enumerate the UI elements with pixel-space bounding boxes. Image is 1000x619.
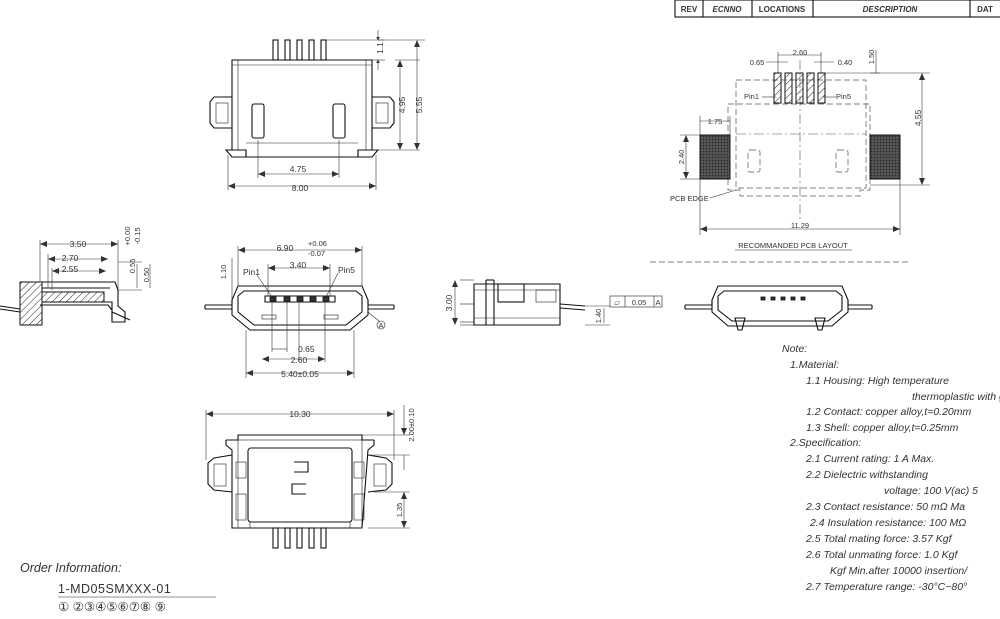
- note-line-13: Kgf Min.after 10000 insertion/: [830, 565, 968, 577]
- note-line-2: thermoplastic with g.: [912, 391, 1000, 403]
- bottom-view: 10.30 2.00±0.10 1.35: [205, 405, 416, 549]
- dim-front-5-40: 5.40±0.05: [281, 369, 319, 379]
- order-part-number: 1-MD05SMXXX-01: [58, 582, 171, 596]
- label-front-pin5: Pin5: [338, 265, 355, 275]
- dim-pcb-1-50: 1.50: [867, 50, 876, 65]
- order-information: Order Information: 1-MD05SMXXX-01 ① ②③④⑤…: [20, 561, 216, 614]
- order-index-markers: ① ②③④⑤⑥⑦⑧ ⑨: [58, 600, 166, 614]
- dim-side-0-55: 0.55: [128, 259, 137, 274]
- note-line-3: 1.2 Contact: copper alloy,t=0.20mm: [806, 406, 972, 418]
- dim-side-3-50: 3.50: [70, 239, 87, 249]
- label-pcb-pin5: Pin5: [836, 92, 851, 101]
- notes-block: Note: 1.Material: 1.1 Housing: High temp…: [782, 343, 1000, 593]
- dim-front-1-10: 1.10: [219, 265, 228, 280]
- flatness-symbol: ⏥: [614, 298, 620, 307]
- pcb-layout-caption: RECOMMANDED PCB LAYOUT: [738, 241, 848, 250]
- title-col-locations: LOCATIONS: [759, 5, 806, 14]
- title-col-date: DAT: [977, 5, 993, 14]
- side-section-view: 3.50 2.70 2.55 0.55 +0.00 -0.15 0.50: [0, 227, 151, 326]
- dim-pcb-0-65: 0.65: [750, 58, 765, 67]
- front-view-right: [684, 285, 873, 331]
- note-line-7: 2.2 Dielectric withstanding: [805, 469, 928, 481]
- dim-front-tol-minus: -0.07: [308, 249, 325, 258]
- title-col-ecnno: ECNNO: [713, 5, 743, 14]
- dim-front-6-90: 6.90: [277, 243, 294, 253]
- dim-top-5-55: 5.55: [414, 96, 424, 113]
- note-line-11: 2.5 Total mating force: 3.57 Kgf: [805, 533, 953, 545]
- dim-profile-1-40: 1.40: [594, 309, 603, 324]
- dim-top-4-95: 4.95: [397, 96, 407, 113]
- flatness-value: 0.05: [632, 298, 647, 307]
- dim-pcb-1-75: 1.75: [708, 117, 723, 126]
- order-heading: Order Information:: [20, 561, 121, 575]
- dim-profile-3-00: 3.00: [444, 294, 454, 311]
- note-line-5: 2.Specification:: [789, 437, 861, 449]
- note-line-12: 2.6 Total unmating force: 1.0 Kgf: [805, 549, 958, 561]
- pcb-layout-view: 2.60 0.65 0.40 1.50 Pin1 Pin5 4.55 1.75 …: [650, 48, 930, 263]
- label-pcb-pin1: Pin1: [744, 92, 759, 101]
- note-line-6: 2.1 Current rating: 1 A Max.: [805, 453, 934, 465]
- dim-pcb-0-40: 0.40: [838, 58, 853, 67]
- dim-bottom-2-00: 2.00±0.10: [407, 408, 416, 441]
- note-line-0: 1.Material:: [790, 359, 839, 371]
- front-view: 6.90 +0.06 -0.07 3.40 1.10 Pin1 Pin5 0.6…: [204, 239, 395, 379]
- datum-a-label: A: [378, 321, 383, 330]
- dim-side-tol-minus: -0.15: [133, 227, 142, 244]
- dim-top-8-00: 8.00: [292, 183, 309, 193]
- title-col-rev: REV: [681, 5, 698, 14]
- note-line-4: 1.3 Shell: copper alloy,t=0.25mm: [806, 422, 959, 434]
- dim-front-3-40: 3.40: [290, 260, 307, 270]
- dim-pcb-4-55: 4.55: [913, 109, 923, 126]
- dim-side-2-70: 2.70: [62, 253, 79, 263]
- note-line-9: 2.3 Contact resistance: 50 mΩ Ma: [805, 501, 965, 513]
- dim-front-0-65: 0.65: [298, 344, 315, 354]
- title-block: REV ECNNO LOCATIONS DESCRIPTION DAT: [674, 0, 1000, 18]
- dim-side-tol-plus: +0.00: [123, 227, 132, 246]
- notes-heading: Note:: [782, 343, 807, 355]
- title-col-description: DESCRIPTION: [863, 5, 918, 14]
- dim-side-2-55: 2.55: [62, 264, 79, 274]
- note-line-10: 2.4 Insulation resistance: 100 MΩ: [809, 517, 966, 529]
- label-pcb-edge: PCB EDGE: [670, 194, 709, 203]
- side-profile-view: 3.00 1.40 ⏥ 0.05 A: [444, 279, 663, 326]
- label-front-pin1: Pin1: [243, 267, 260, 277]
- top-view: 1.1 4.95 5.55 4.75 8.00: [209, 30, 425, 193]
- dim-top-4-75: 4.75: [290, 164, 307, 174]
- dim-side-0-50: 0.50: [142, 268, 151, 283]
- dim-top-1-1: 1.1: [375, 42, 385, 54]
- note-line-8: voltage: 100 V(ac) 5: [884, 485, 978, 497]
- dim-front-2-60: 2.60: [291, 355, 308, 365]
- flatness-datum: A: [655, 298, 660, 307]
- note-line-1: 1.1 Housing: High temperature: [806, 375, 949, 387]
- dim-bottom-10-30: 10.30: [289, 409, 311, 419]
- dim-pcb-2-40: 2.40: [677, 150, 686, 165]
- dim-pcb-2-60: 2.60: [793, 48, 808, 57]
- dim-bottom-1-35: 1.35: [395, 503, 404, 518]
- note-line-14: 2.7 Temperature range: -30°C~80°: [805, 581, 967, 593]
- dim-front-tol-plus: +0.06: [308, 239, 327, 248]
- dim-pcb-11-29: 11.29: [791, 221, 809, 230]
